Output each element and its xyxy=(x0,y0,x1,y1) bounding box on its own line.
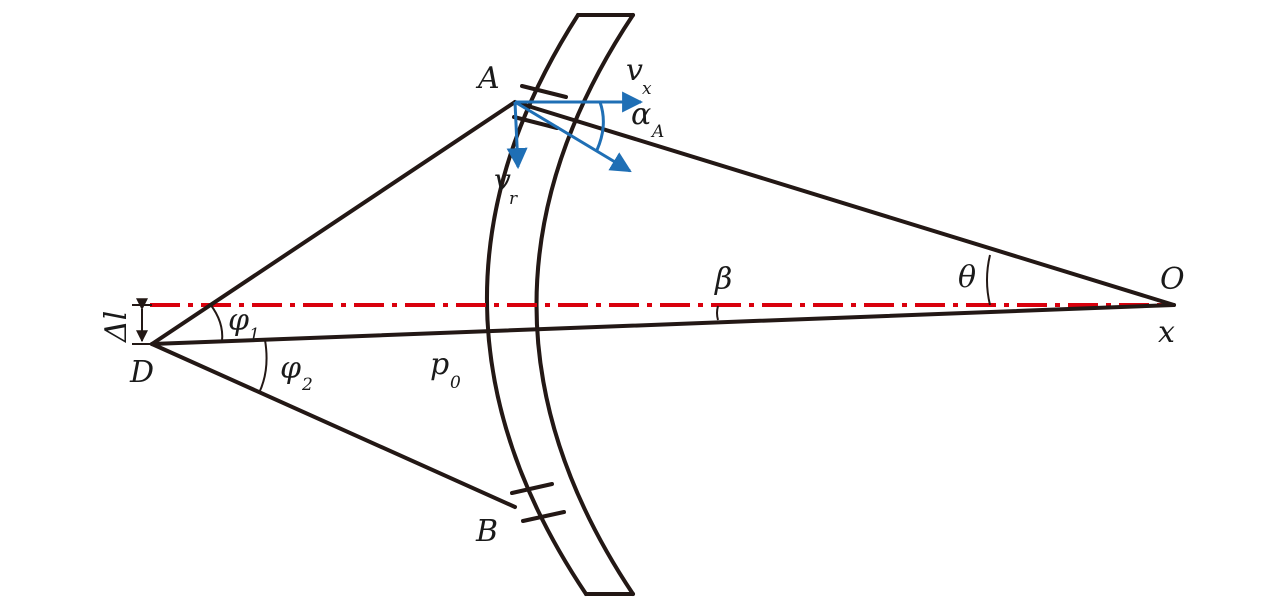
label-alpha-a: α xyxy=(631,97,651,132)
block-a-top xyxy=(520,84,568,99)
label-point-d: D xyxy=(129,355,154,390)
angle-arc-theta xyxy=(986,254,991,306)
angle-arc-phi1 xyxy=(209,303,224,342)
label-vr-sub: r xyxy=(509,189,518,209)
angle-arc-beta xyxy=(716,305,719,321)
label-phi2: φ xyxy=(280,351,301,386)
label-theta: θ xyxy=(958,260,976,295)
label-phi1: φ xyxy=(228,303,249,338)
line-a-to-o xyxy=(513,100,1176,307)
label-p0-sub: 0 xyxy=(450,373,461,393)
block-b-bottom xyxy=(521,510,566,523)
label-delta-l: Δl xyxy=(99,311,134,343)
block-b-top xyxy=(510,482,554,495)
label-vx-sub: x xyxy=(642,79,652,99)
label-phi1-sub: 1 xyxy=(249,325,260,345)
label-axis-x: x xyxy=(1158,315,1175,350)
label-point-a: A xyxy=(475,61,500,96)
label-vr: v xyxy=(494,163,511,198)
label-phi2-sub: 2 xyxy=(301,375,313,395)
vector-vr xyxy=(506,101,528,170)
arc-band-outer xyxy=(485,13,588,596)
block-a-bottom xyxy=(512,115,559,130)
line-d-to-a xyxy=(150,100,517,346)
line-d-to-b xyxy=(150,342,517,509)
label-p0: p xyxy=(430,347,449,382)
angle-arc-phi2 xyxy=(258,339,268,394)
vector-resultant xyxy=(514,100,632,173)
label-vx: v xyxy=(626,53,643,88)
label-point-b: B xyxy=(475,514,498,549)
label-point-o: O xyxy=(1160,262,1185,297)
line-d-to-o xyxy=(150,303,1176,346)
label-beta: β xyxy=(714,262,732,297)
angle-arc-alpha-a xyxy=(595,101,605,151)
label-alpha-a-sub: A xyxy=(650,122,664,142)
